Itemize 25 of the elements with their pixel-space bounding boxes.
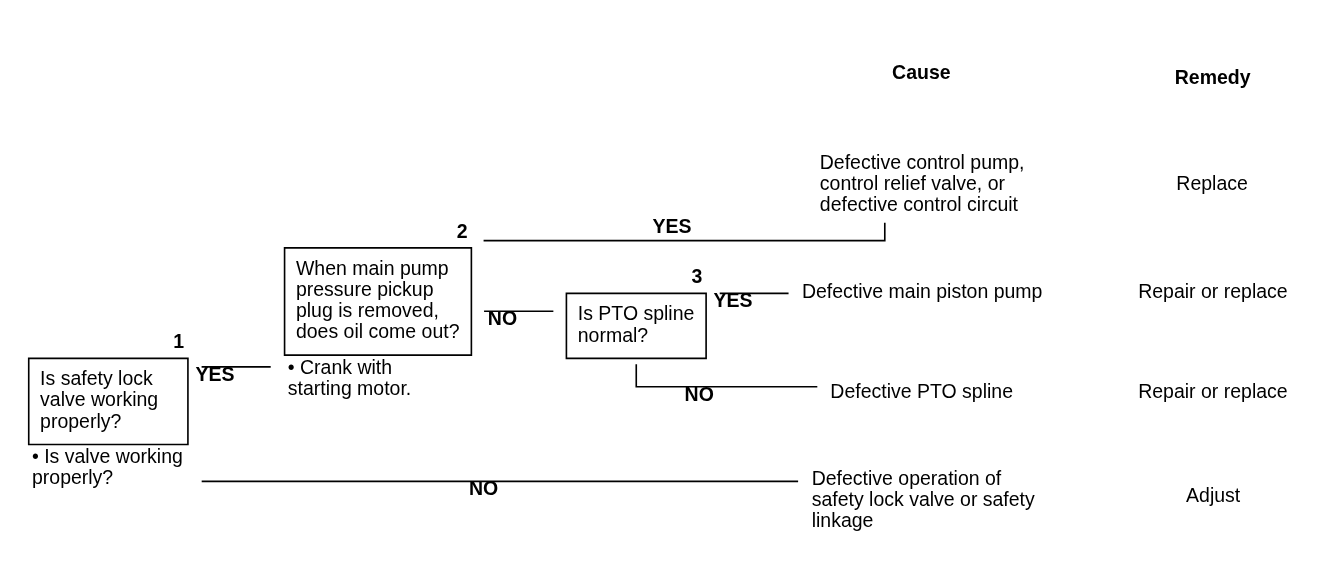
label: Repair or replace [1138,379,1288,402]
connector [483,309,555,312]
edge-label: NO [684,382,714,405]
label: Cause [892,60,951,83]
label: Replace [1176,171,1248,194]
node-text: Defective control pump, control relief valve, or defective control circuit [819,149,1025,215]
edge-label: YES [652,214,692,237]
node-box: Is PTO spline normal? [565,292,707,359]
edge-label: YES [195,362,235,385]
label: Repair or replace [1138,279,1288,302]
node-label: 3 [691,264,703,287]
node-text: Defective PTO spline [830,379,1014,402]
node-label: • Crank with starting motor. [287,355,412,399]
node-text: Defective main piston pump [801,279,1043,302]
node-label: • Is valve working properly? [31,444,183,488]
node-text: Defective operation of safety lock valve or safety linkage [811,466,1035,531]
node-box: When main pump pressure pickup plug is removed, does oil come out? [283,246,473,356]
label: Adjust [1186,482,1241,505]
label: Remedy [1174,65,1251,88]
connector [200,480,799,482]
node-box: Is safety lock valve working properly? [27,357,189,445]
node-label: 1 [173,329,185,352]
connector [200,365,272,368]
connector [635,362,819,388]
node-label: 2 [456,219,468,242]
